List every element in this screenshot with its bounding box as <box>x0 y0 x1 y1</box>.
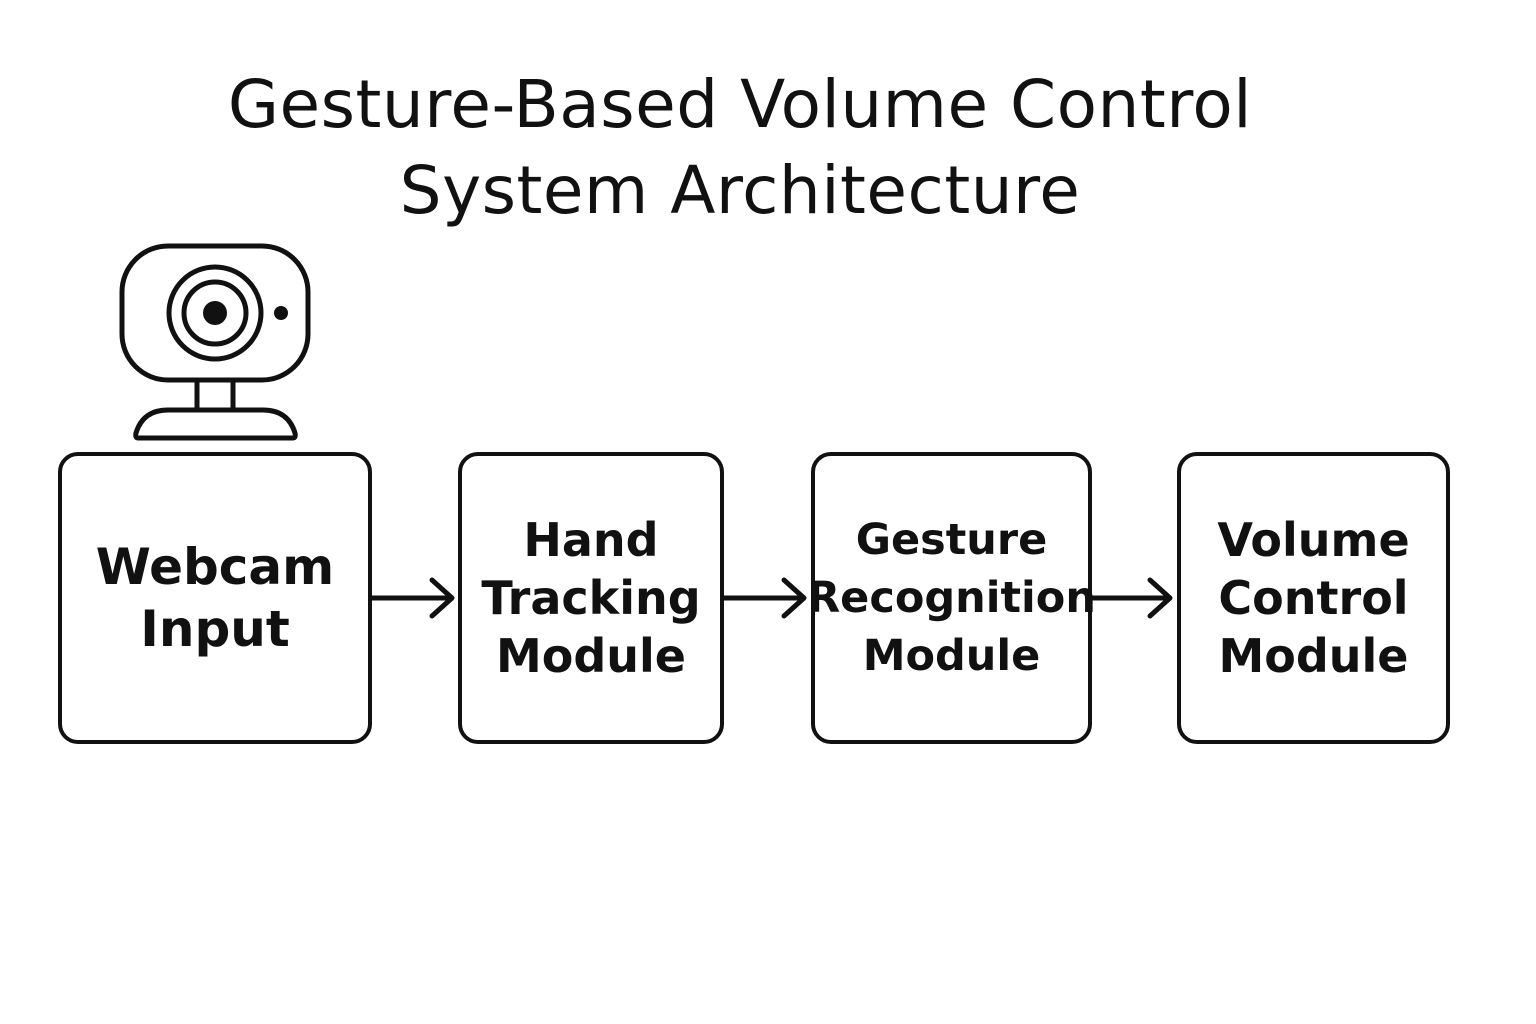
volume-control-label-line: Module <box>1218 629 1409 683</box>
webcam-input-box: Webcam Input <box>58 452 372 744</box>
hand-tracking-module-box: Hand Tracking Module <box>458 452 724 744</box>
arrow-hand-tracking-to-gesture-recognition <box>721 577 807 619</box>
gesture-recognition-label-line: Module <box>862 631 1041 681</box>
diagram-title-line-2: System Architecture <box>399 152 1081 229</box>
webcam-input-label: Webcam Input <box>96 536 335 660</box>
volume-control-label-line: Volume <box>1217 513 1410 567</box>
hand-tracking-label-line: Hand <box>523 513 659 567</box>
webcam-icon <box>119 243 311 441</box>
webcam-input-label-line: Webcam <box>95 538 335 596</box>
arrow-webcam-to-hand-tracking <box>369 577 455 619</box>
webcam-input-label-line: Input <box>140 600 290 658</box>
diagram-title-line-1: Gesture-Based Volume Control <box>227 66 1253 143</box>
gesture-recognition-label-line: Recognition <box>807 573 1096 623</box>
volume-control-module-label: Volume Control Module <box>1217 511 1409 685</box>
volume-control-module-box: Volume Control Module <box>1177 452 1450 744</box>
hand-tracking-label-line: Tracking <box>481 571 701 625</box>
volume-control-label-line: Control <box>1218 571 1409 625</box>
gesture-recognition-module-box: Gesture Recognition Module <box>807 452 1096 744</box>
arrow-gesture-recognition-to-volume-control <box>1089 577 1173 619</box>
gesture-recognition-module-label: Gesture Recognition Module <box>807 511 1096 685</box>
hand-tracking-module-label: Hand Tracking Module <box>481 511 700 685</box>
gesture-recognition-label-line: Gesture <box>855 515 1048 565</box>
hand-tracking-label-line: Module <box>495 629 686 683</box>
